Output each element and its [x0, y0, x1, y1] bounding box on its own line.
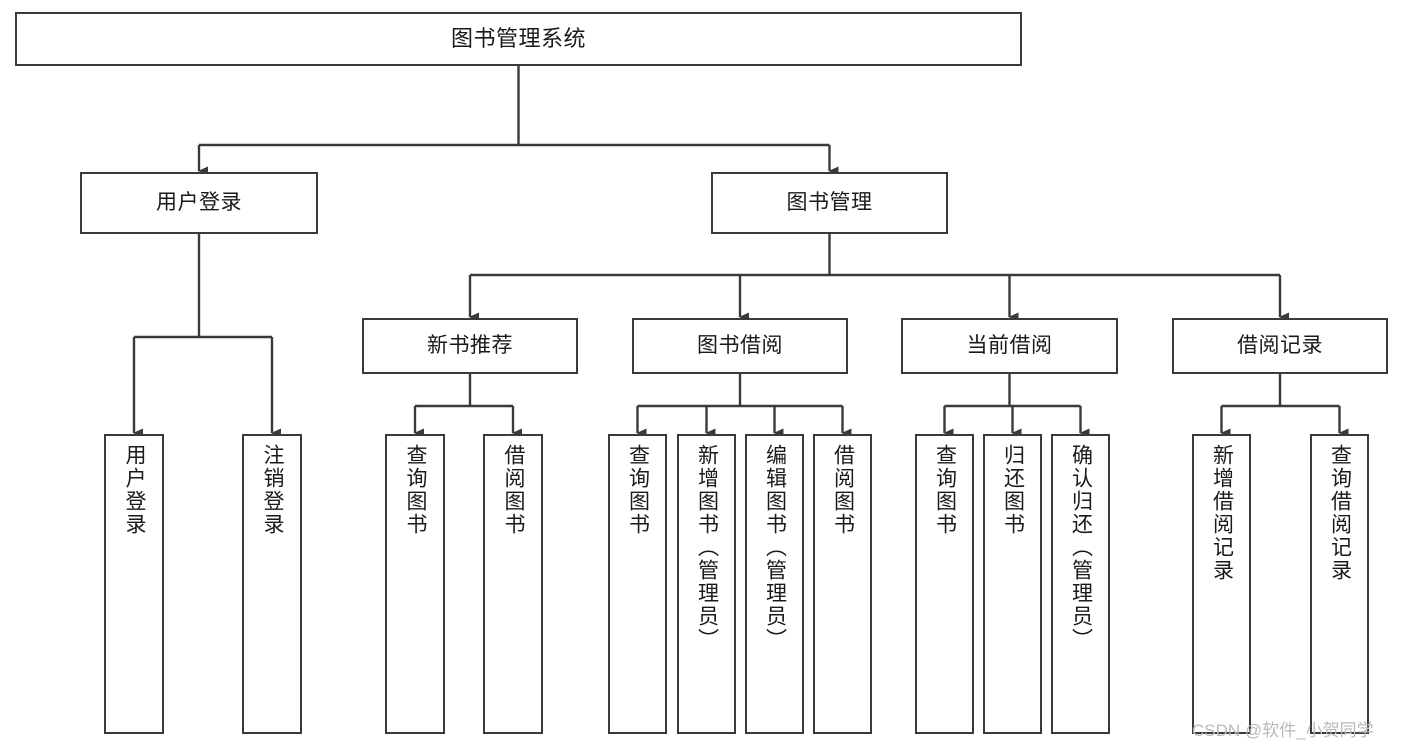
node-label: 编辑图书（管理员） — [763, 444, 787, 651]
node-leaf-user-login[interactable]: 用户登录 — [104, 434, 164, 734]
node-label: 归还图书 — [1001, 444, 1025, 536]
node-leaf-query-1[interactable]: 查询图书 — [385, 434, 445, 734]
node-book-borrow[interactable]: 图书借阅 — [632, 318, 848, 374]
node-new-book-rec[interactable]: 新书推荐 — [362, 318, 578, 374]
node-leaf-borrow-1[interactable]: 借阅图书 — [483, 434, 543, 734]
node-leaf-borrow-2[interactable]: 借阅图书 — [813, 434, 872, 734]
node-label: 借阅图书 — [831, 444, 855, 536]
node-label: 查询图书 — [404, 444, 428, 536]
csdn-watermark: CSDN @软件_小贺同学 — [1192, 721, 1374, 740]
node-label: 查询图书 — [626, 444, 650, 536]
node-leaf-add-rec[interactable]: 新增借阅记录 — [1192, 434, 1251, 734]
node-leaf-edit-book[interactable]: 编辑图书（管理员） — [745, 434, 804, 734]
node-leaf-confirm[interactable]: 确认归还（管理员） — [1051, 434, 1110, 734]
node-leaf-query-3[interactable]: 查询图书 — [915, 434, 974, 734]
node-label: 用户登录 — [156, 190, 242, 214]
node-root[interactable]: 图书管理系统 — [15, 12, 1022, 66]
node-leaf-query-rec[interactable]: 查询借阅记录 — [1310, 434, 1369, 734]
node-label: 借阅图书 — [502, 444, 526, 536]
node-label: 新增借阅记录 — [1210, 444, 1234, 582]
node-leaf-return[interactable]: 归还图书 — [983, 434, 1042, 734]
node-label: 借阅记录 — [1237, 333, 1323, 357]
node-label: 用户登录 — [123, 444, 147, 536]
node-leaf-add-book[interactable]: 新增图书（管理员） — [677, 434, 736, 734]
node-user-login[interactable]: 用户登录 — [80, 172, 318, 234]
node-current-borrow[interactable]: 当前借阅 — [901, 318, 1118, 374]
node-label: 图书管理 — [786, 190, 873, 214]
node-book-manage[interactable]: 图书管理 — [711, 172, 948, 234]
node-label: 新增图书（管理员） — [695, 444, 719, 651]
node-label: 查询图书 — [933, 444, 957, 536]
node-label: 当前借阅 — [966, 333, 1053, 357]
node-leaf-logout[interactable]: 注销登录 — [242, 434, 302, 734]
node-borrow-record[interactable]: 借阅记录 — [1172, 318, 1388, 374]
node-label: 图书管理系统 — [450, 26, 586, 52]
node-label: 查询借阅记录 — [1328, 444, 1352, 582]
edge-layer — [132, 66, 1349, 438]
node-label: 新书推荐 — [427, 333, 513, 357]
node-leaf-query-2[interactable]: 查询图书 — [608, 434, 667, 734]
node-label: 注销登录 — [261, 444, 285, 536]
node-label: 图书借阅 — [697, 333, 783, 357]
node-label: 确认归还（管理员） — [1069, 444, 1093, 651]
